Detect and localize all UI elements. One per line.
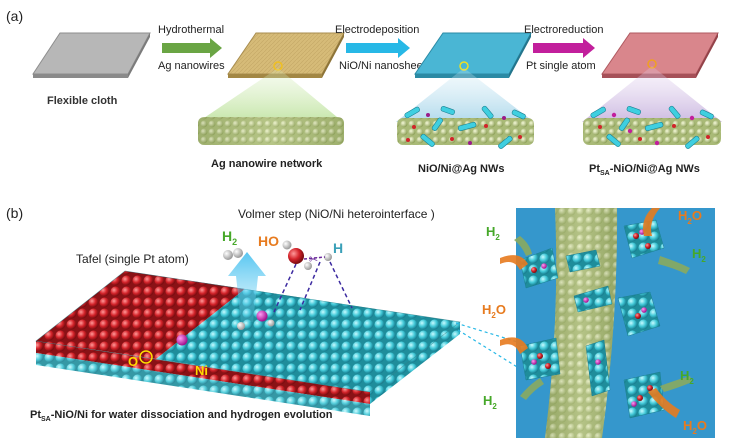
panel-b-label: (b) bbox=[6, 205, 23, 221]
h2-outflow-arrows bbox=[514, 236, 692, 400]
volmer-label: Volmer step (NiO/Ni heterointerface ) bbox=[238, 207, 435, 221]
pt-nio-ni-nanowire bbox=[583, 105, 721, 149]
water-molecule bbox=[282, 240, 332, 270]
flexible-cloth-label: Flexible cloth bbox=[47, 95, 118, 107]
nio-ni-nanosheets-label: NiO/Ni nanosheets bbox=[339, 60, 432, 72]
side-h2o-label: H2O bbox=[678, 208, 702, 226]
hydrothermal-label: Hydrothermal bbox=[158, 24, 224, 36]
pt-coated-cloth bbox=[601, 32, 719, 78]
electroreduction-label: Electroreduction bbox=[524, 24, 604, 36]
nio-ni-coated-cloth bbox=[414, 32, 532, 78]
h2-label: H2 bbox=[222, 228, 237, 247]
pt-atom bbox=[256, 310, 268, 322]
ho-label: HO bbox=[258, 233, 279, 249]
zoom-cone-blue bbox=[396, 68, 534, 122]
zoom-cone-purple bbox=[582, 66, 722, 122]
panel-b-caption: PtSA-NiO/Ni for water dissociation and h… bbox=[30, 409, 333, 423]
zoom-connector bbox=[455, 322, 523, 371]
oxygen-label: O bbox=[128, 354, 138, 369]
electrodeposition-arrow bbox=[346, 38, 410, 58]
nio-ni-ag-nws-label: NiO/Ni@Ag NWs bbox=[418, 163, 505, 175]
pt-atom bbox=[176, 334, 188, 346]
ag-nanowire bbox=[198, 117, 344, 145]
oxygen-marker bbox=[139, 350, 153, 364]
side-h2-label: H2 bbox=[486, 224, 500, 242]
ag-nanowires-label: Ag nanowires bbox=[158, 60, 225, 72]
ag-nanowire-network-label: Ag nanowire network bbox=[211, 158, 323, 170]
side-h2-label: H2 bbox=[692, 246, 706, 264]
scissor-icon: ✂ bbox=[309, 254, 318, 266]
h-label: H bbox=[333, 240, 343, 256]
flexible-cloth bbox=[32, 32, 151, 78]
side-h2-label: H2 bbox=[680, 368, 694, 386]
tafel-h2-beam bbox=[228, 252, 266, 322]
nickel-label: Ni bbox=[195, 363, 208, 378]
electrodeposition-label: Electrodeposition bbox=[335, 24, 419, 36]
panel-a-label: (a) bbox=[6, 8, 23, 24]
h2-molecule bbox=[223, 248, 243, 260]
ag-coated-cloth bbox=[227, 32, 345, 78]
volmer-dashed-guide bbox=[273, 261, 353, 313]
side-h2o-label: H2O bbox=[683, 418, 707, 436]
tafel-label: Tafel (single Pt atom) bbox=[76, 252, 189, 266]
h2o-inflow-arrows bbox=[500, 208, 680, 418]
nanowire-zoom-panel bbox=[516, 208, 715, 438]
side-h2-label: H2 bbox=[483, 393, 497, 411]
pt-sa-nio-ni-ag-nws-label: PtSA-NiO/Ni@Ag NWs bbox=[589, 163, 700, 177]
side-h2o-label: H2O bbox=[482, 302, 506, 320]
bond-break-line bbox=[303, 256, 326, 260]
electroreduction-arrow bbox=[533, 38, 595, 58]
nio-ni-slab bbox=[35, 270, 461, 416]
zoom-cone-green bbox=[198, 68, 343, 122]
pt-single-atom-label: Pt single atom bbox=[526, 60, 596, 72]
nio-ni-nanowire bbox=[397, 105, 534, 149]
hydrothermal-arrow bbox=[162, 38, 222, 58]
